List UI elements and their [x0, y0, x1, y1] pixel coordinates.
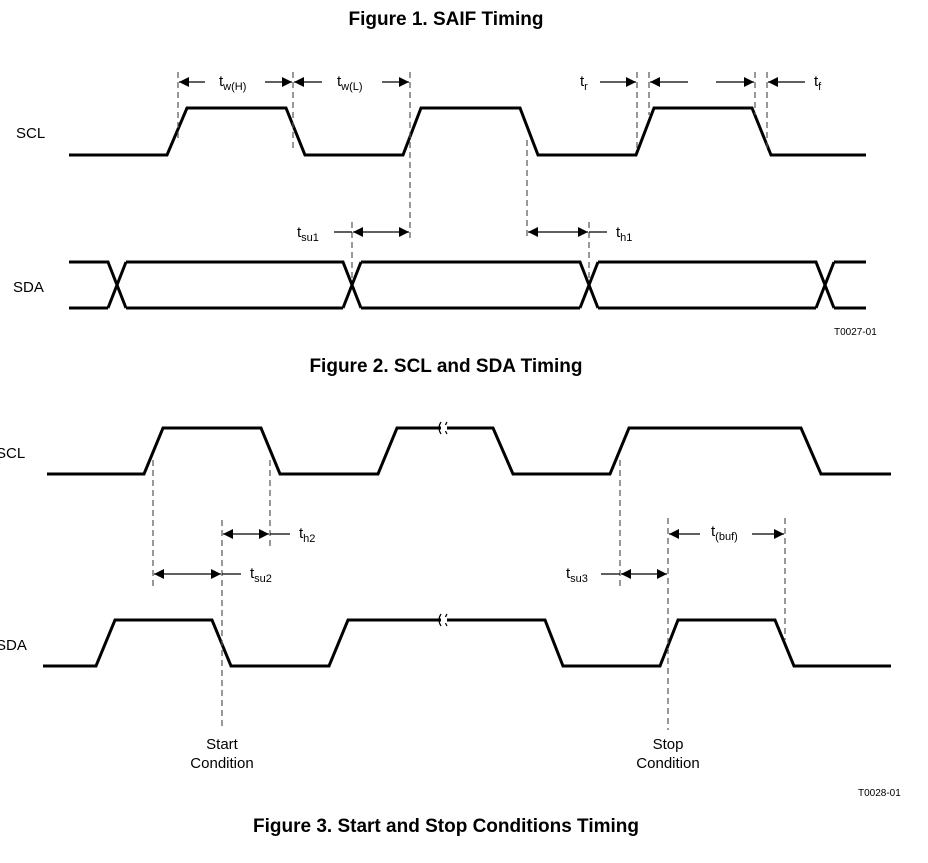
- figure-2-caption: Figure 2. SCL and SDA Timing: [309, 356, 582, 377]
- scl-waveform: [47, 426, 891, 476]
- tw-h-label: tw(H): [219, 73, 246, 93]
- stop-condition-label-line2: Condition: [636, 755, 699, 772]
- tsu2-label: tsu2: [250, 565, 272, 585]
- sda-waveform-upper: [69, 260, 866, 310]
- tbuf-label: t(buf): [711, 523, 738, 543]
- sda-label: SDA: [13, 279, 44, 296]
- scl-label: SCL: [16, 125, 45, 142]
- start-condition-label-line1: Start: [206, 736, 239, 753]
- start-condition-label-line2: Condition: [190, 755, 253, 772]
- tsu1-label: tsu1: [297, 224, 319, 244]
- figure-3: SCL SDA th2 tsu2 tsu3 t(buf): [0, 421, 901, 799]
- th1-label: th1: [616, 224, 632, 244]
- sda-label: SDA: [0, 637, 27, 654]
- tw-l-label: tw(L): [337, 73, 363, 93]
- figure-3-caption: Figure 3. Start and Stop Conditions Timi…: [253, 816, 639, 837]
- figure-2: SCL SDA tw(H) tw(L) tr tf ts: [13, 72, 877, 338]
- tf-label: tf: [814, 73, 822, 93]
- tsu3-label: tsu3: [566, 565, 588, 585]
- sda-break-gap: [441, 617, 447, 623]
- figure-3-ref-id: T0028-01: [858, 788, 901, 799]
- scl-break-gap: [441, 425, 447, 431]
- stop-condition-label-line1: Stop: [653, 736, 684, 753]
- scl-label: SCL: [0, 445, 25, 462]
- figure-2-ref-id: T0027-01: [834, 327, 877, 338]
- figure-1-caption: Figure 1. SAIF Timing: [349, 9, 544, 30]
- sda-waveform: [43, 618, 891, 668]
- th2-label: th2: [299, 525, 315, 545]
- scl-waveform: [69, 106, 866, 157]
- tr-label: tr: [580, 73, 588, 93]
